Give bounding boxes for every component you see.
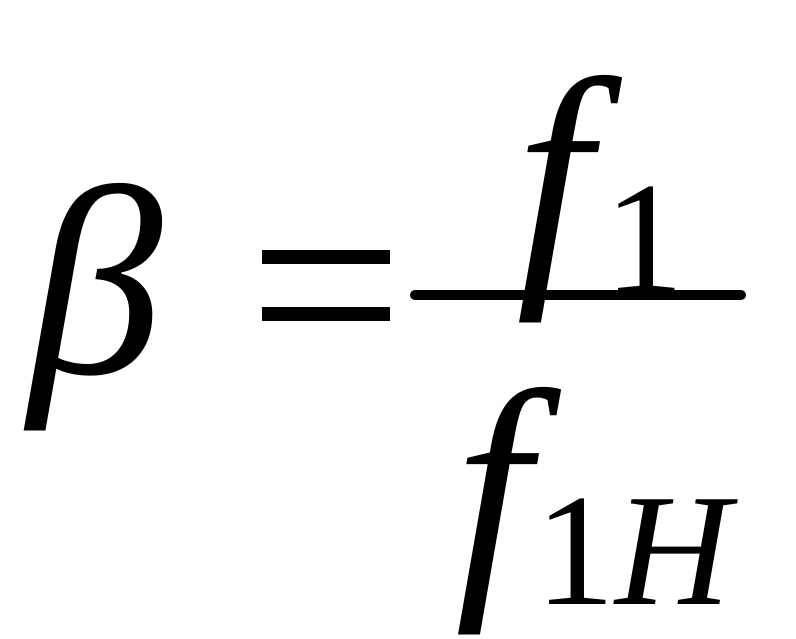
- beta-symbol: β: [28, 133, 163, 432]
- denominator-subscript-number: 1: [535, 461, 615, 639]
- denominator-variable: f: [455, 337, 531, 636]
- numerator-variable: f: [516, 25, 592, 324]
- fraction-bar: [410, 290, 746, 300]
- equals-sign: [262, 250, 390, 322]
- denominator-subscript-letter: H: [615, 461, 731, 639]
- denominator-subscript: 1H: [535, 470, 731, 630]
- equals-bar-top: [262, 250, 390, 264]
- equals-bar-bottom: [262, 307, 390, 321]
